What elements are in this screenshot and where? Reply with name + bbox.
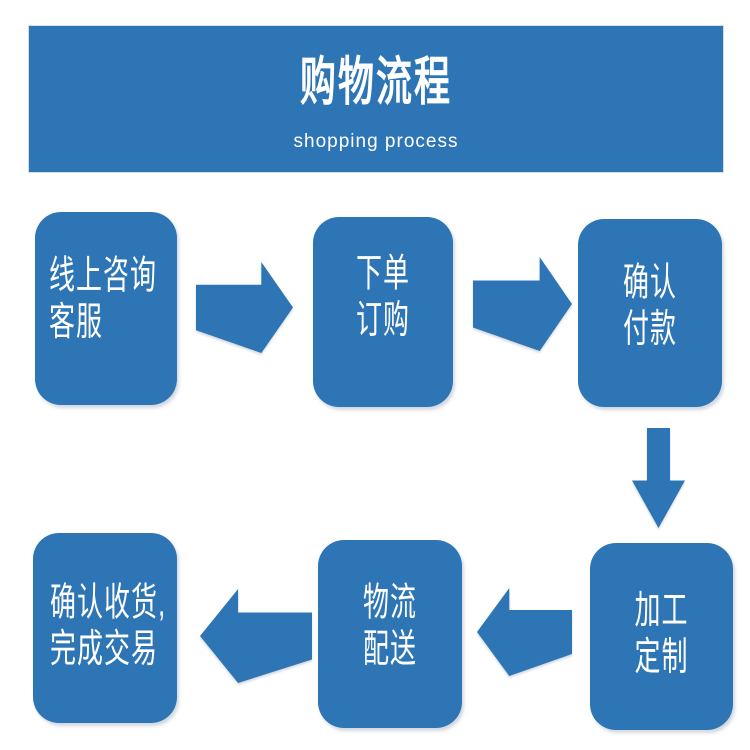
step-label-line1: 下单 [355,250,410,296]
step-label-line1: 物流 [362,579,417,625]
step-label-line1: 确认收货, [50,579,167,625]
step-label: 确认收货, 完成交易 [50,580,166,673]
arrow-right-icon [196,262,293,353]
step-box-confirm-payment: 确认 付款 [578,219,722,407]
step-label-line2: 配送 [362,626,417,671]
arrow-down-icon [632,428,685,528]
header-banner: 购物流程 shopping process [29,26,723,172]
step-label-line2: 订购 [355,297,410,342]
step-label-line1: 加工 [634,587,689,632]
arrow-left-icon [200,589,312,683]
step-box-logistics-delivery: 物流 配送 [318,540,462,728]
step-label: 加工 定制 [634,587,688,680]
step-box-online-consultation: 线上咨询 客服 [35,212,177,405]
step-label: 下单 订购 [356,251,410,344]
step-label: 确认 付款 [623,260,677,353]
page-subtitle: shopping process [293,131,459,152]
step-box-processing-customization: 加工 定制 [590,543,733,730]
step-label-line1: 线上咨询 [49,252,158,297]
step-label-line2: 客服 [49,298,104,344]
step-label: 物流 配送 [363,580,417,673]
arrow-left-icon [477,588,572,676]
arrow-right-icon [473,257,572,351]
page-title: 购物流程 [299,51,452,112]
step-label-line2: 定制 [634,633,689,679]
step-label-line2: 付款 [622,306,677,351]
step-label: 线上咨询 客服 [49,252,157,345]
step-label-line2: 完成交易 [50,626,159,671]
step-box-confirm-receipt: 确认收货, 完成交易 [33,533,177,723]
step-box-place-order: 下单 订购 [313,217,453,407]
step-label-line1: 确认 [622,259,677,305]
